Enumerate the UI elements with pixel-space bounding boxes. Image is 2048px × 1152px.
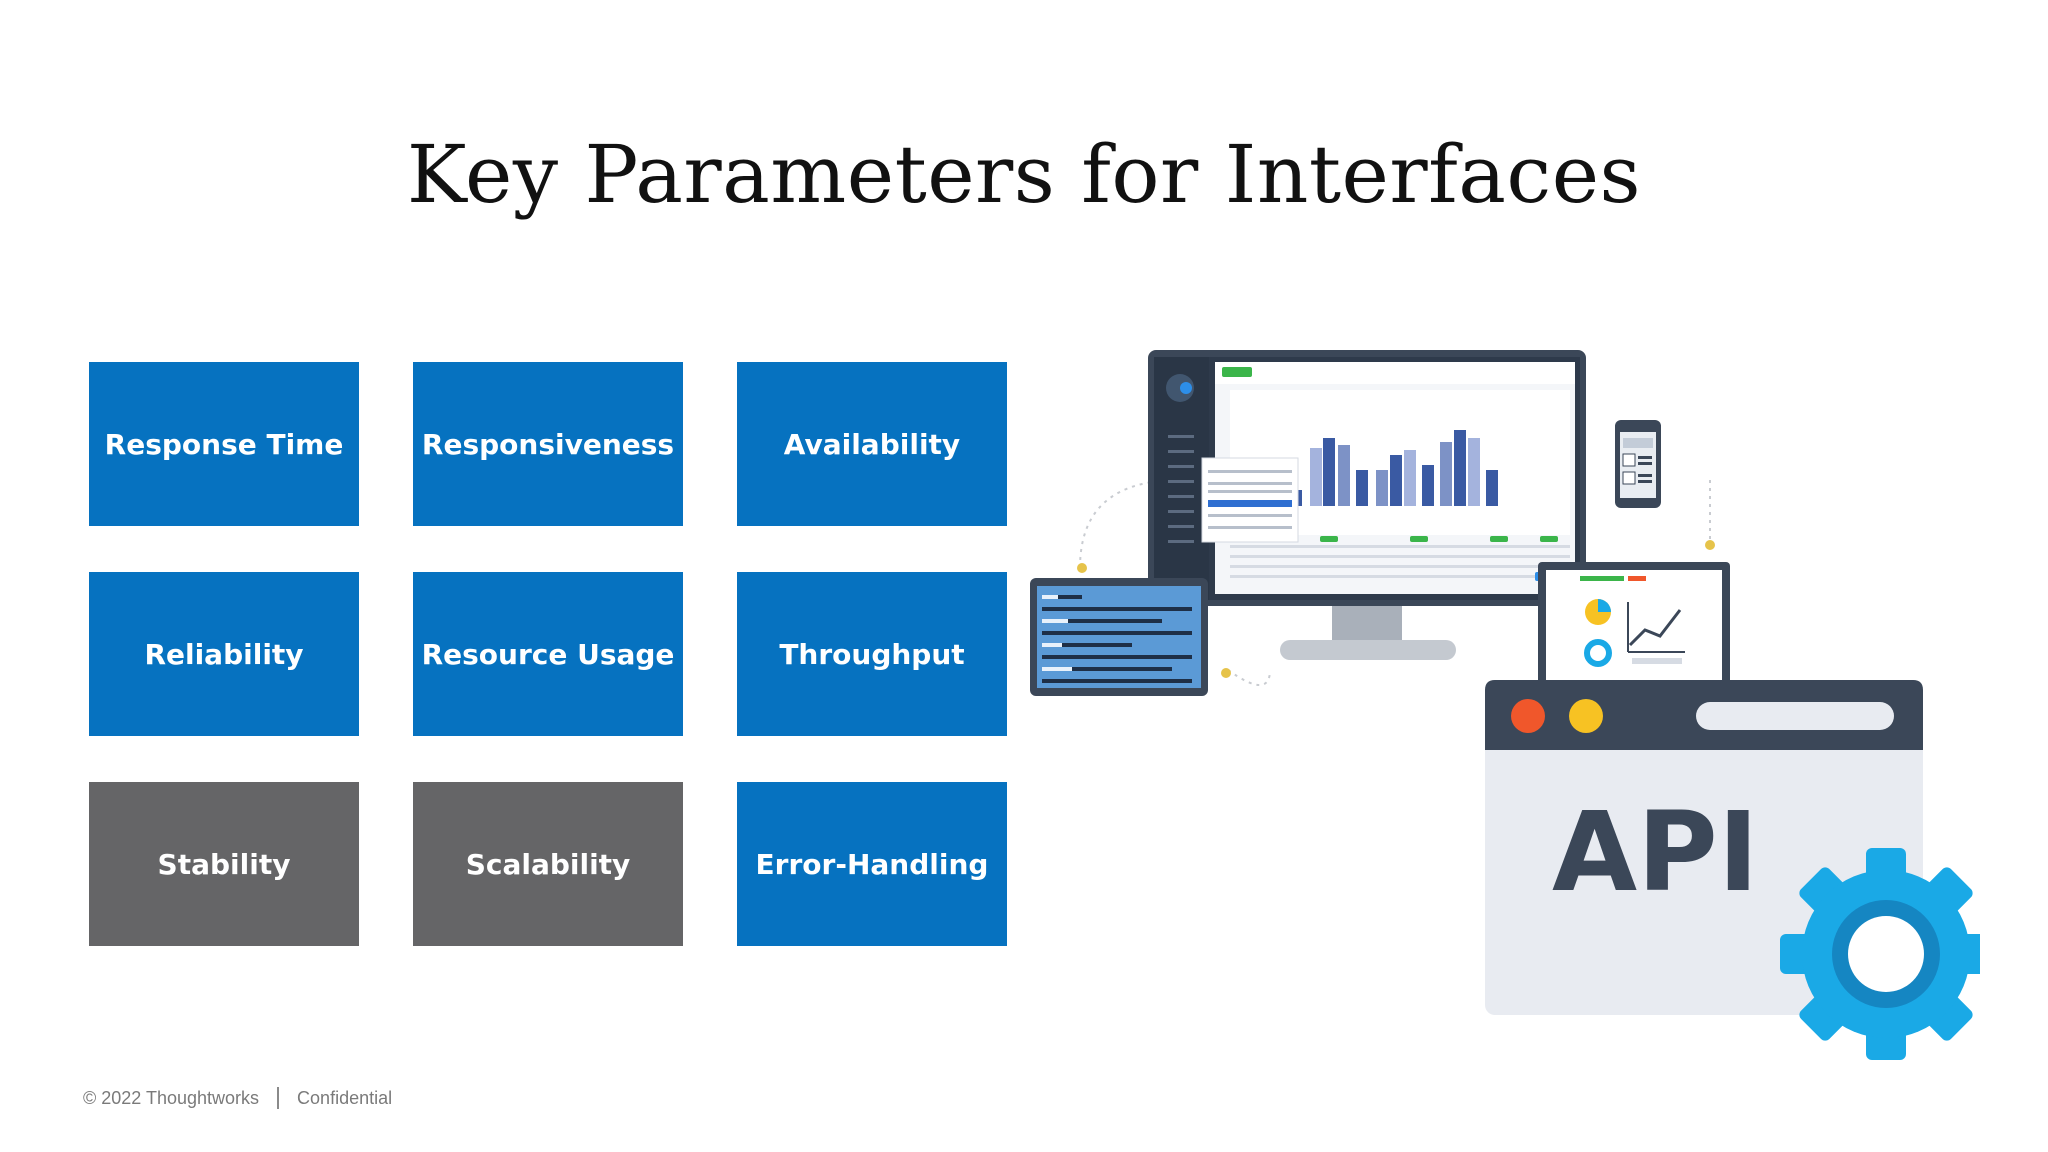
tile-label: Stability bbox=[157, 847, 291, 881]
tile-label: Response Time bbox=[104, 427, 344, 461]
code-card bbox=[1030, 578, 1208, 696]
tile-scalability: Scalability bbox=[413, 782, 683, 946]
connector-dot bbox=[1705, 540, 1715, 550]
footer-divider bbox=[277, 1087, 280, 1109]
api-window: API bbox=[1485, 680, 1923, 1015]
tile-resource-usage: Resource Usage bbox=[413, 572, 683, 736]
tile-label: Throughput bbox=[779, 637, 965, 671]
slide-footer: © 2022 Thoughtworks Confidential bbox=[83, 1087, 392, 1109]
window-yellow-dot bbox=[1569, 699, 1603, 733]
tile-reliability: Reliability bbox=[89, 572, 359, 736]
window-address-bar bbox=[1696, 702, 1894, 730]
tile-label: Resource Usage bbox=[421, 637, 675, 671]
analytics-card bbox=[1538, 562, 1730, 692]
tile-label: Scalability bbox=[465, 847, 631, 881]
connector-dot bbox=[1221, 668, 1231, 678]
tile-label: Reliability bbox=[144, 637, 304, 671]
connector-dot bbox=[1077, 563, 1087, 573]
api-dashboard-illustration: API bbox=[1030, 350, 1980, 1060]
gear-icon bbox=[1780, 848, 1980, 1060]
slide-title: Key Parameters for Interfaces bbox=[406, 128, 1642, 221]
tile-response-time: Response Time bbox=[89, 362, 359, 526]
api-label: API bbox=[1552, 788, 1759, 916]
tile-throughput: Throughput bbox=[737, 572, 1007, 736]
desktop-monitor bbox=[1148, 350, 1586, 660]
tile-label: Error-Handling bbox=[755, 847, 989, 881]
tile-label: Availability bbox=[783, 427, 961, 461]
tile-error-handling: Error-Handling bbox=[737, 782, 1007, 946]
tile-responsiveness: Responsiveness bbox=[413, 362, 683, 526]
phone-device bbox=[1615, 420, 1661, 508]
tile-label: Responsiveness bbox=[421, 427, 675, 461]
window-red-dot bbox=[1511, 699, 1545, 733]
confidential-text: Confidential bbox=[297, 1087, 393, 1108]
copyright-text: © 2022 Thoughtworks bbox=[83, 1087, 260, 1108]
tile-availability: Availability bbox=[737, 362, 1007, 526]
tile-stability: Stability bbox=[89, 782, 359, 946]
